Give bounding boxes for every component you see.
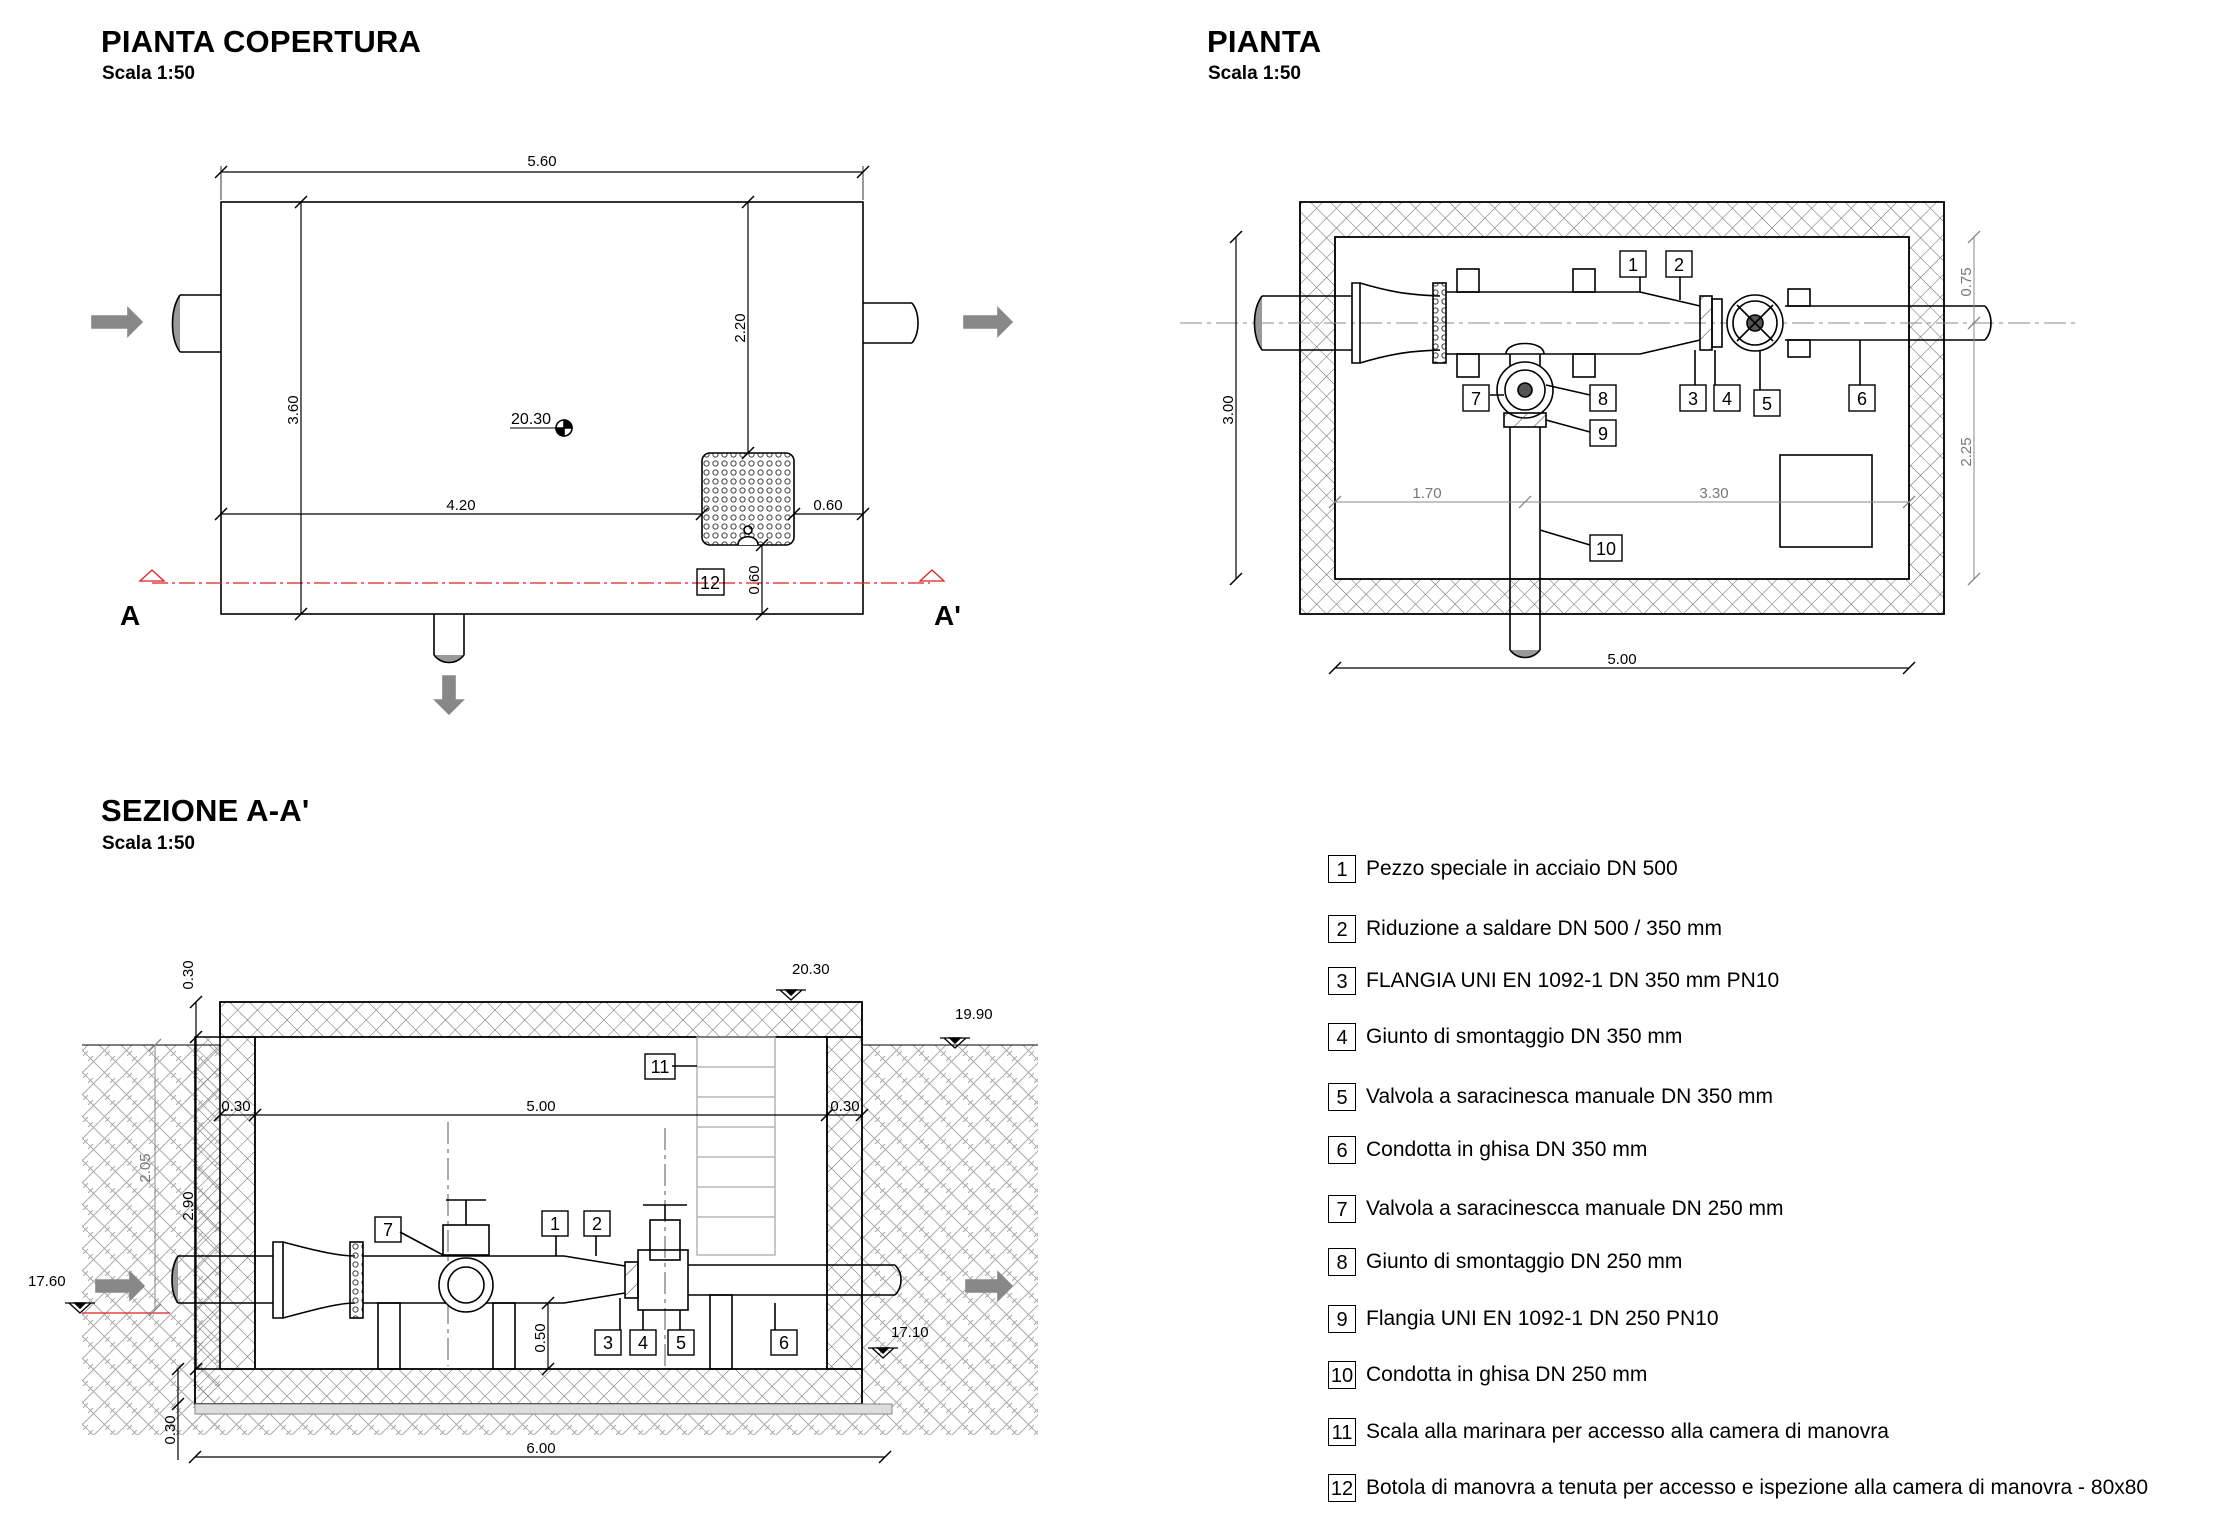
- legend-item: 8 Giunto di smontaggio DN 250 mm: [1328, 1246, 1682, 1278]
- legend-number: 10: [1328, 1361, 1356, 1389]
- legend-text: Botola di manovra a tenuta per accesso e…: [1366, 1476, 2149, 1499]
- dim-2-20: 2.20: [732, 313, 749, 342]
- plan-dim-2-25: 2.25: [1958, 437, 1975, 466]
- legend-text: Flangia UNI EN 1092-1 DN 250 PN10: [1366, 1307, 1719, 1330]
- legend-number: 11: [1328, 1418, 1356, 1446]
- sec-dim-2-05: 2.05: [137, 1153, 154, 1182]
- sec-tag-5: 5: [676, 1333, 686, 1353]
- sec-elev-19-90: 19.90: [955, 1006, 993, 1023]
- legend-item: 9 Flangia UNI EN 1092-1 DN 250 PN10: [1328, 1303, 1719, 1335]
- legend-number: 2: [1328, 915, 1356, 943]
- sec-tag-2: 2: [592, 1214, 602, 1234]
- dim-5-60: 5.60: [527, 153, 556, 170]
- plan-tag-7: 7: [1471, 389, 1481, 409]
- sec-dim-0-50: 0.50: [532, 1323, 549, 1352]
- dim-0-60-a: 0.60: [813, 497, 842, 514]
- plan-tag-2: 2: [1674, 255, 1684, 275]
- legend-text: Valvola a saracinescca manuale DN 250 mm: [1366, 1197, 1784, 1220]
- sec-tag-7: 7: [383, 1220, 393, 1240]
- legend-item: 3 FLANGIA UNI EN 1092-1 DN 350 mm PN10: [1328, 965, 1779, 997]
- roof-elevation: 20.30: [511, 411, 551, 428]
- plan-tag-5: 5: [1762, 394, 1772, 414]
- roof-tag-12: 12: [700, 573, 720, 593]
- plan-labels: 3.00 0.75 2.25 1.70 3.30 5.00 1 2 3 4 5 …: [1220, 255, 1975, 668]
- legend-number: 4: [1328, 1023, 1356, 1051]
- legend-text: Valvola a saracinesca manuale DN 350 mm: [1366, 1085, 1773, 1108]
- legend-number: 5: [1328, 1083, 1356, 1111]
- sec-dim-0-30-top: 0.30: [180, 960, 197, 989]
- legend-item: 1 Pezzo speciale in acciaio DN 500: [1328, 853, 1678, 885]
- plan-dim-5-00: 5.00: [1607, 651, 1636, 668]
- section-scale: Scala 1:50: [102, 833, 195, 854]
- legend-number: 3: [1328, 967, 1356, 995]
- plan-tag-6: 6: [1857, 389, 1867, 409]
- legend-number: 6: [1328, 1136, 1356, 1164]
- sec-tag-4: 4: [638, 1333, 648, 1353]
- sec-elev-20-30: 20.30: [792, 961, 830, 978]
- legend-text: FLANGIA UNI EN 1092-1 DN 350 mm PN10: [1366, 969, 1780, 992]
- legend-item: 12 Botola di manovra a tenuta per accesso…: [1328, 1472, 2148, 1504]
- legend-text: Giunto di smontaggio DN 250 mm: [1366, 1250, 1683, 1273]
- legend-text: Condotta in ghisa DN 350 mm: [1366, 1138, 1648, 1161]
- sec-tag-3: 3: [603, 1333, 613, 1353]
- plan-tag-3: 3: [1688, 389, 1698, 409]
- sec-elev-17-60: 17.60: [28, 1273, 66, 1290]
- legend-number: 12: [1328, 1474, 1356, 1502]
- legend-item: 7 Valvola a saracinescca manuale DN 250 m…: [1328, 1193, 1783, 1225]
- section-mark-a: A: [120, 600, 140, 631]
- sec-dim-6-00: 6.00: [526, 1440, 555, 1457]
- plan-drawing: [1180, 201, 2075, 675]
- sec-dim-0-30-right: 0.30: [830, 1098, 859, 1115]
- legend-text: Pezzo speciale in acciaio DN 500: [1366, 857, 1678, 880]
- legend-item: 2 Riduzione a saldare DN 500 / 350 mm: [1328, 913, 1722, 945]
- plan-tag-10: 10: [1596, 539, 1616, 559]
- legend-item: 4 Giunto di smontaggio DN 350 mm: [1328, 1021, 1682, 1053]
- roof-plan-drawing: [91, 165, 1014, 716]
- roof-plan-scale: Scala 1:50: [102, 63, 195, 84]
- sec-tag-11: 11: [651, 1057, 670, 1077]
- sec-elev-17-10: 17.10: [891, 1324, 929, 1341]
- legend-item: 11 Scala alla marinara per accesso alla c…: [1328, 1416, 1889, 1448]
- legend-item: 6 Condotta in ghisa DN 350 mm: [1328, 1134, 1647, 1166]
- dim-3-60: 3.60: [285, 395, 302, 424]
- plan-title: PIANTA: [1207, 24, 1322, 59]
- legend-item: 5 Valvola a saracinesca manuale DN 350 mm: [1328, 1081, 1773, 1113]
- plan-dim-0-75: 0.75: [1958, 267, 1975, 296]
- sec-dim-5-00: 5.00: [526, 1098, 555, 1115]
- section-mark-a-prime: A': [934, 600, 961, 631]
- legend-text: Condotta in ghisa DN 250 mm: [1366, 1363, 1648, 1386]
- sec-dim-2-90: 2.90: [180, 1191, 197, 1220]
- legend-text: Scala alla marinara per accesso alla cam…: [1366, 1420, 1889, 1443]
- sec-dim-0-30-bottom: 0.30: [162, 1415, 179, 1444]
- legend-number: 1: [1328, 855, 1356, 883]
- legend-number: 9: [1328, 1305, 1356, 1333]
- legend-number: 8: [1328, 1248, 1356, 1276]
- plan-scale: Scala 1:50: [1208, 63, 1301, 84]
- plan-dim-3-00: 3.00: [1220, 395, 1237, 424]
- section-labels: 0.30 20.30 19.90 0.30 5.00 0.30 2.05 2.9…: [28, 960, 993, 1457]
- legend-text: Riduzione a saldare DN 500 / 350 mm: [1366, 917, 1723, 940]
- plan-tag-9: 9: [1598, 424, 1608, 444]
- sec-tag-6: 6: [779, 1333, 789, 1353]
- roof-plan-labels: 5.60 3.60 2.20 4.20 0.60 0.60 20.30 A A'…: [120, 153, 961, 631]
- section-drawing: [65, 989, 1038, 1464]
- legend-item: 10 Condotta in ghisa DN 250 mm: [1328, 1359, 1647, 1391]
- plan-dim-3-30: 3.30: [1699, 485, 1728, 502]
- sec-tag-1: 1: [550, 1214, 560, 1234]
- sec-dim-0-30-left: 0.30: [221, 1098, 250, 1115]
- legend-text: Giunto di smontaggio DN 350 mm: [1366, 1025, 1683, 1048]
- plan-tag-4: 4: [1722, 389, 1732, 409]
- plan-dim-1-70: 1.70: [1412, 485, 1441, 502]
- section-title: SEZIONE A-A': [101, 793, 310, 828]
- plan-tag-1: 1: [1628, 255, 1638, 275]
- dim-4-20: 4.20: [446, 497, 475, 514]
- legend-number: 7: [1328, 1195, 1356, 1223]
- dim-0-60-b: 0.60: [746, 565, 763, 594]
- plan-tag-8: 8: [1598, 389, 1608, 409]
- roof-plan-title: PIANTA COPERTURA: [101, 24, 422, 59]
